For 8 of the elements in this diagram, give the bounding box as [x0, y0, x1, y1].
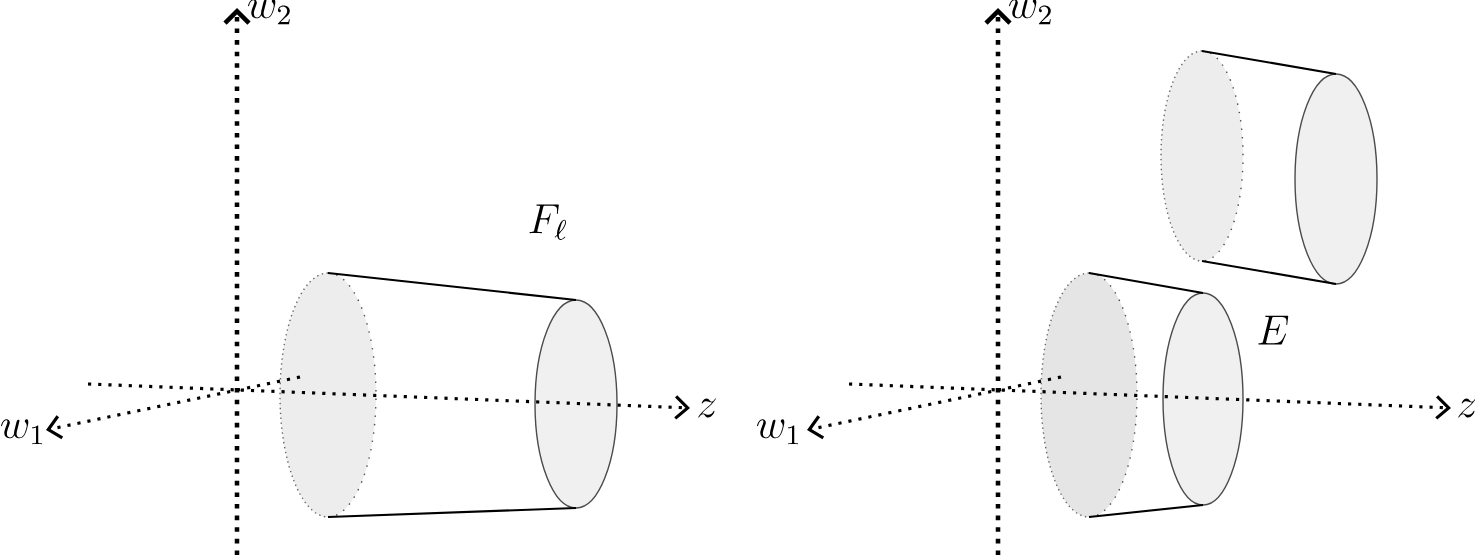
axis-label: $w_1$	[1, 419, 42, 445]
axis-label: $F_\ell$	[529, 204, 567, 240]
axis-label: $w_1$	[757, 419, 798, 445]
axis-label: $z$	[1458, 398, 1475, 418]
axis-label: $w_2$	[248, 0, 290, 25]
axis-label: $E$	[1258, 315, 1289, 345]
axis-label: $z$	[698, 398, 716, 418]
axis-label: $w_2$	[1009, 0, 1051, 25]
